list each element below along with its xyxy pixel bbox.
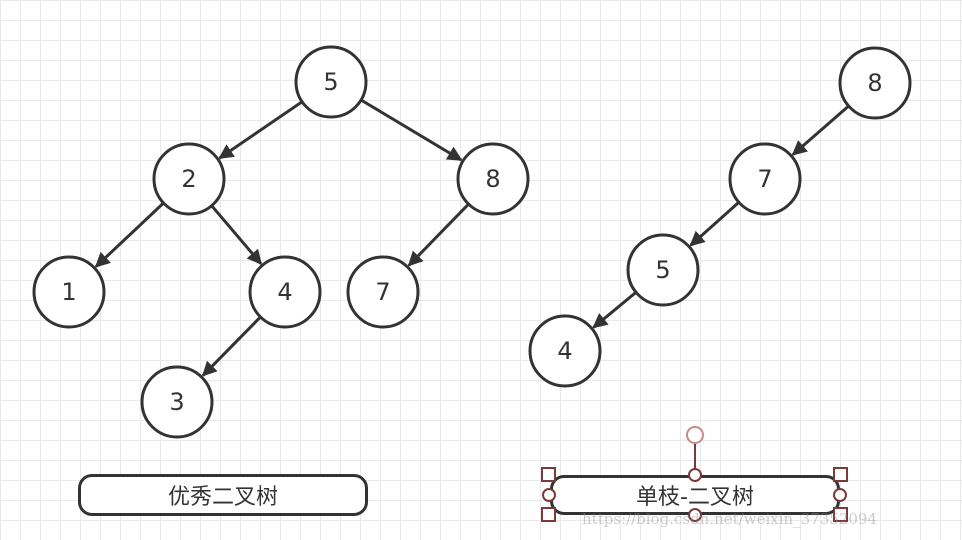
right-node-r4[interactable]: 4 bbox=[528, 314, 602, 388]
right-node-r5[interactable]: 5 bbox=[626, 233, 700, 307]
left-node-l7[interactable]: 7 bbox=[346, 255, 420, 329]
left-node-l4[interactable]: 4 bbox=[248, 255, 322, 329]
right-edge-r5-r4[interactable] bbox=[592, 291, 637, 329]
left-edge-l5-l8[interactable] bbox=[360, 98, 463, 162]
node-circle bbox=[294, 45, 368, 119]
caption-left-tree[interactable]: 优秀二叉树 bbox=[78, 474, 368, 516]
node-label: 5 bbox=[323, 68, 338, 96]
node-label: 5 bbox=[655, 256, 670, 284]
caption-right-tree[interactable]: 单枝-二叉树 bbox=[550, 475, 840, 515]
left-edge-l2-l1[interactable] bbox=[94, 201, 165, 268]
left-edge-l5-l2[interactable] bbox=[218, 100, 303, 160]
right-edge-r8-r7[interactable] bbox=[791, 104, 850, 156]
node-circle bbox=[140, 365, 214, 439]
left-node-l1[interactable]: 1 bbox=[32, 255, 106, 329]
left-node-l5[interactable]: 5 bbox=[294, 45, 368, 119]
node-label: 7 bbox=[375, 278, 390, 306]
node-label: 8 bbox=[485, 165, 500, 193]
left-edge-l4-l3[interactable] bbox=[201, 315, 262, 377]
left-edge-l8-l7[interactable] bbox=[407, 203, 470, 267]
left-edge-l2-l4[interactable] bbox=[210, 204, 263, 265]
node-circle bbox=[456, 142, 530, 216]
left-node-l3[interactable]: 3 bbox=[140, 365, 214, 439]
node-label: 7 bbox=[757, 165, 772, 193]
left-node-l2[interactable]: 2 bbox=[152, 142, 226, 216]
left-node-l8[interactable]: 8 bbox=[456, 142, 530, 216]
node-circle bbox=[152, 142, 226, 216]
node-label: 3 bbox=[169, 388, 184, 416]
watermark-text: https://blog.csdn.net/weixin_37352094 bbox=[582, 510, 878, 528]
node-circle bbox=[838, 46, 912, 120]
node-circle bbox=[728, 142, 802, 216]
node-circle bbox=[528, 314, 602, 388]
node-label: 4 bbox=[557, 337, 572, 365]
node-circle bbox=[248, 255, 322, 329]
right-node-r8[interactable]: 8 bbox=[838, 46, 912, 120]
node-circle bbox=[32, 255, 106, 329]
node-circle bbox=[346, 255, 420, 329]
node-label: 8 bbox=[867, 69, 882, 97]
right-edge-r7-r5[interactable] bbox=[689, 201, 740, 247]
node-circle bbox=[626, 233, 700, 307]
node-label: 4 bbox=[277, 278, 292, 306]
node-label: 1 bbox=[61, 278, 76, 306]
node-label: 2 bbox=[181, 165, 196, 193]
right-node-r7[interactable]: 7 bbox=[728, 142, 802, 216]
